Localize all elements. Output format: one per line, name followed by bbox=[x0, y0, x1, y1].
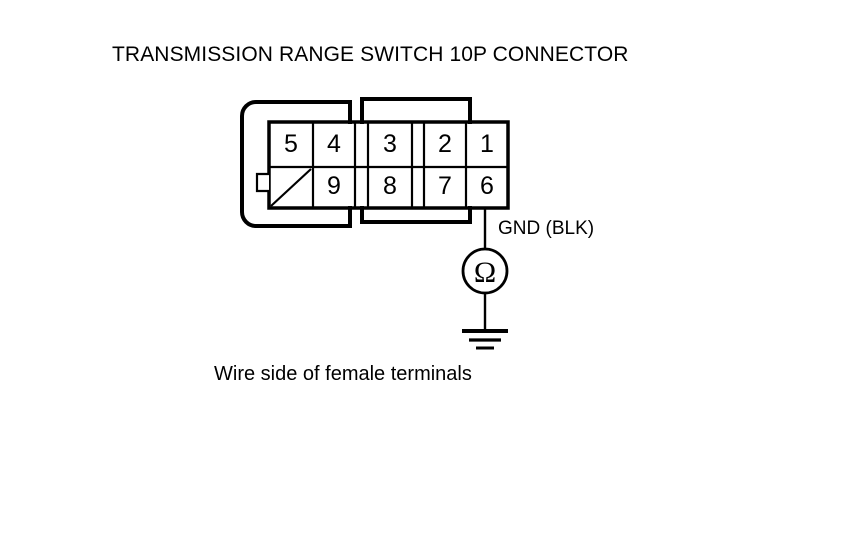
terminal-9: 9 bbox=[327, 172, 341, 200]
terminal-6: 6 bbox=[480, 172, 494, 200]
gnd-wire-label: GND (BLK) bbox=[498, 218, 595, 239]
terminal-5: 5 bbox=[284, 130, 298, 158]
terminal-7: 7 bbox=[438, 172, 452, 200]
figure-caption: Wire side of female terminals bbox=[214, 363, 472, 385]
terminal-2: 2 bbox=[438, 130, 452, 158]
terminal-4: 4 bbox=[327, 130, 341, 158]
ohmmeter-omega-icon: Ω bbox=[474, 256, 496, 289]
blank-terminal-slash-icon bbox=[270, 168, 312, 207]
shell-mask-middle-left bbox=[358, 124, 368, 206]
terminal-8: 8 bbox=[383, 172, 397, 200]
shell-mask-middle-right bbox=[464, 124, 474, 206]
terminal-3: 3 bbox=[383, 130, 397, 158]
terminal-1: 1 bbox=[480, 130, 494, 158]
page-title: TRANSMISSION RANGE SWITCH 10P CONNECTOR bbox=[112, 43, 629, 66]
connector-shell-left bbox=[240, 100, 352, 228]
terminal-grid-border bbox=[267, 120, 510, 210]
connector-shell-middle-tab bbox=[360, 97, 472, 224]
connector-lock-tab bbox=[255, 172, 269, 193]
shell-mask-left bbox=[344, 124, 354, 206]
